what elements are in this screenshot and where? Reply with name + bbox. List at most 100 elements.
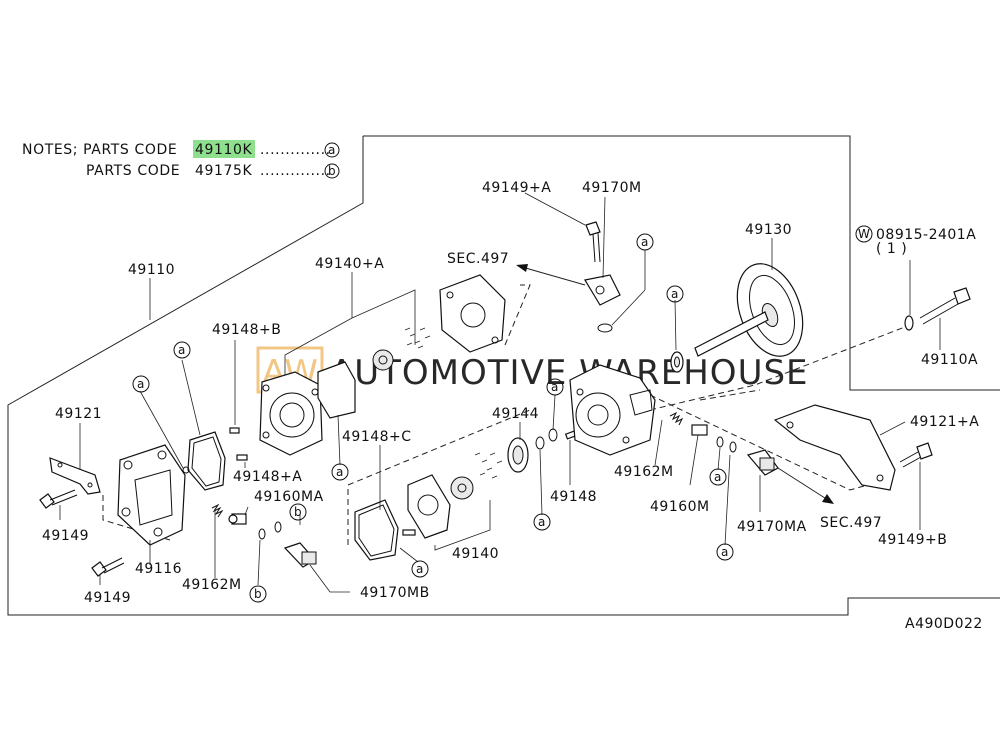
label-49110A[interactable]: 49110A [921, 352, 978, 368]
oring-49160M-a[interactable] [716, 436, 724, 448]
oring-49160M-b[interactable] [729, 441, 737, 453]
fitting-49170M[interactable] [584, 274, 621, 306]
label-49110[interactable]: 49110 [128, 262, 175, 278]
arrow-sec497-bottom [777, 467, 834, 504]
bolt-49149A[interactable] [585, 221, 601, 263]
notes-code-a[interactable]: 49110K [195, 142, 253, 158]
label-qty: ( 1 ) [876, 241, 907, 257]
label-49149-top[interactable]: 49149 [42, 528, 89, 544]
valve-49160M[interactable] [691, 424, 708, 436]
label-49140[interactable]: 49140 [452, 546, 499, 562]
label-49116[interactable]: 49116 [135, 561, 182, 577]
housing-center[interactable] [259, 371, 323, 456]
label-sec497-top[interactable]: SEC.497 [447, 251, 509, 267]
spring-49162M-right[interactable] [669, 411, 684, 426]
gasket-lower[interactable] [354, 499, 399, 561]
group-dashed-bolt [699, 389, 761, 401]
oring-49144-b[interactable] [548, 428, 558, 442]
rotor-49140[interactable] [450, 476, 474, 500]
label-49140A[interactable]: 49140+A [315, 256, 384, 272]
bolt-49110A[interactable] [919, 287, 971, 325]
marker-b: b [249, 585, 267, 603]
label-49160MA[interactable]: 49160MA [254, 489, 324, 505]
connector-49170MA[interactable] [746, 449, 779, 476]
pulley-49130[interactable] [725, 255, 814, 366]
valve-49160MA[interactable] [228, 513, 247, 525]
side-plate-49140[interactable] [407, 474, 451, 539]
group-dashed-top [504, 284, 531, 346]
label-49149A[interactable]: 49149+A [482, 180, 551, 196]
bolt-49149-top[interactable] [39, 489, 78, 509]
label-49170MB[interactable]: 49170MB [360, 585, 430, 601]
cam-ring-top[interactable] [439, 274, 506, 353]
marker-a: a [546, 378, 564, 396]
pump-body[interactable] [569, 364, 656, 456]
oring-b-1[interactable] [258, 528, 266, 540]
pin-49148B[interactable] [229, 427, 240, 434]
svg-text:a: a [671, 287, 678, 301]
pin-49148C[interactable] [402, 529, 416, 536]
highlight-49110K [193, 140, 255, 158]
label-49149-bottom[interactable]: 49149 [84, 590, 131, 606]
marker-a: a [411, 560, 429, 578]
marker-b: b [289, 503, 307, 521]
svg-text:a: a [416, 562, 423, 576]
label-49162M-right[interactable]: 49162M [614, 464, 674, 480]
seal-49130[interactable] [670, 351, 684, 373]
oring-small-left[interactable] [182, 466, 190, 474]
label-49148[interactable]: 49148 [550, 489, 597, 505]
bracket-49121A[interactable] [773, 404, 896, 491]
cover-49116[interactable] [117, 444, 186, 546]
assembly-boundary-left [7, 136, 1000, 616]
label-49148A[interactable]: 49148+A [233, 469, 302, 485]
oring-49144-a[interactable] [535, 436, 545, 450]
gasket-center[interactable] [317, 361, 356, 419]
label-08915[interactable]: 08915-2401A [876, 227, 976, 243]
marker-a: a [709, 468, 727, 486]
svg-text:a: a [641, 235, 648, 249]
label-49121[interactable]: 49121 [55, 406, 102, 422]
svg-text:a: a [551, 380, 558, 394]
marker-a-legend: a [324, 142, 340, 158]
notes-block: NOTES; PARTS CODE 49110K .............. … [22, 140, 340, 179]
marker-b-legend: b [324, 163, 340, 179]
label-49162M-left[interactable]: 49162M [182, 577, 242, 593]
arrow-sec497-top [516, 264, 586, 286]
ring-49144[interactable] [507, 437, 529, 473]
label-49170M[interactable]: 49170M [582, 180, 642, 196]
label-49148B[interactable]: 49148+B [212, 322, 281, 338]
oring-b-2[interactable] [274, 521, 282, 533]
shaft-49130[interactable] [694, 311, 769, 357]
svg-text:b: b [328, 164, 336, 178]
marker-a: a [666, 285, 684, 303]
label-49170MA[interactable]: 49170MA [737, 519, 807, 535]
notes-prefix-b: PARTS CODE [86, 163, 180, 179]
gasket-left[interactable] [187, 431, 226, 491]
diagram-code: A490D022 [905, 616, 983, 632]
group-dashed-center [347, 409, 531, 545]
label-49148C[interactable]: 49148+C [342, 429, 412, 445]
label-49149B[interactable]: 49149+B [878, 532, 947, 548]
label-49144[interactable]: 49144 [492, 406, 539, 422]
label-49121A[interactable]: 49121+A [910, 414, 979, 430]
svg-text:b: b [294, 505, 302, 519]
label-49160M[interactable]: 49160M [650, 499, 710, 515]
label-sec497-bottom[interactable]: SEC.497 [820, 515, 882, 531]
pin-49148A[interactable] [236, 454, 248, 461]
bolt-49149B[interactable] [899, 442, 933, 468]
rotor-49140A[interactable] [372, 349, 394, 371]
oring-49170M[interactable] [597, 323, 613, 333]
washer-08915[interactable] [904, 315, 914, 331]
label-49130[interactable]: 49130 [745, 222, 792, 238]
vanes-49140 [474, 452, 503, 479]
svg-text:a: a [336, 465, 343, 479]
connector-49170MB[interactable] [283, 542, 317, 568]
bolt-49149-bottom[interactable] [91, 557, 125, 577]
spring-49162M-left[interactable] [211, 503, 224, 518]
marker-a: a [716, 543, 734, 561]
notes-code-b[interactable]: 49175K [195, 163, 253, 179]
bracket-49121[interactable] [49, 457, 101, 495]
leader-lines [59, 192, 941, 593]
notes-dots-a: .............. [260, 142, 331, 158]
marker-a: a [331, 463, 349, 481]
